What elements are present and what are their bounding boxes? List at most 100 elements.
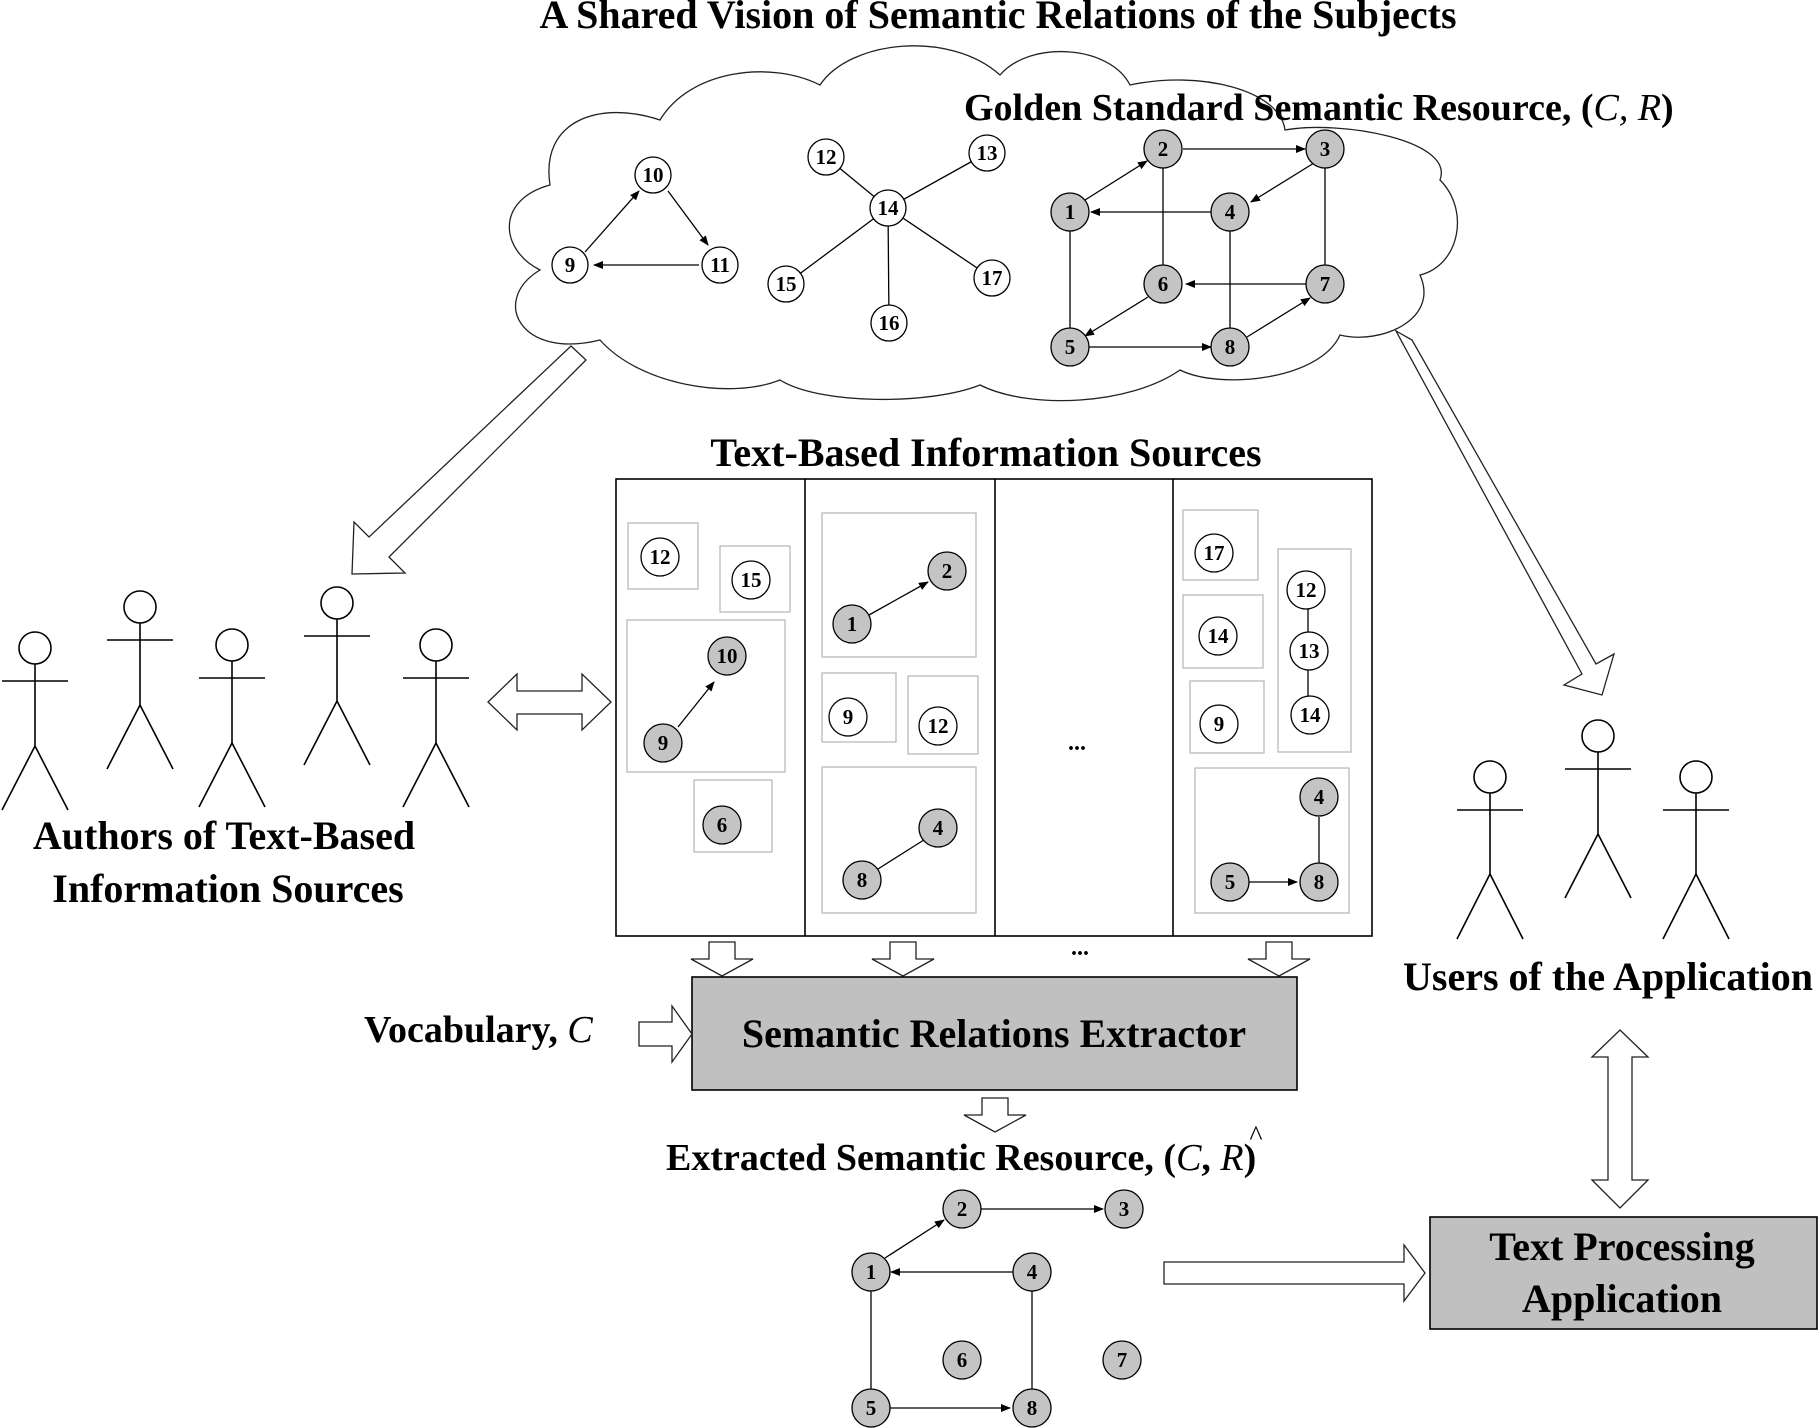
panel4-node-17: 17 (1194, 533, 1234, 573)
svg-text:7: 7 (1117, 1348, 1128, 1372)
panel1-node-15: 15 (731, 560, 771, 600)
svg-text:1: 1 (866, 1260, 877, 1284)
panel1-node-10: 10 (707, 636, 747, 676)
extractor-label: Semantic Relations Extractor (742, 1011, 1246, 1056)
svg-text:4: 4 (1314, 785, 1325, 809)
svg-text:12: 12 (816, 145, 837, 169)
svg-text:3: 3 (1119, 1197, 1130, 1221)
arrow-extracted-application (1163, 1243, 1426, 1303)
svg-text:10: 10 (643, 163, 664, 187)
svg-text:5: 5 (1065, 335, 1076, 359)
svg-text:1: 1 (847, 612, 858, 636)
user-figure-1 (1456, 760, 1524, 940)
golden-node-2: 2 (1143, 129, 1183, 169)
panel2-node-9: 9 (828, 697, 868, 737)
arrow-panel2-extractor (871, 941, 935, 977)
svg-text:9: 9 (843, 705, 854, 729)
svg-text:3: 3 (1320, 137, 1331, 161)
extracted-node-3: 3 (1104, 1189, 1144, 1229)
svg-text:9: 9 (658, 731, 669, 755)
author-figure-2 (106, 590, 174, 770)
extracted-node-2: 2 (942, 1189, 982, 1229)
svg-text:8: 8 (1027, 1396, 1038, 1420)
svg-text:16: 16 (879, 311, 900, 335)
cloud-node-10: 10 (634, 156, 672, 194)
golden-node-8: 8 (1210, 327, 1250, 367)
author-figure-3 (198, 628, 266, 808)
svg-text:8: 8 (1314, 870, 1325, 894)
svg-text:12: 12 (1296, 578, 1317, 602)
author-figure-4 (303, 586, 371, 766)
sources-ellipsis: ... (1068, 730, 1086, 756)
authors-label-line1: Authors of Text-Based (33, 813, 415, 858)
svg-text:9: 9 (1214, 712, 1225, 736)
svg-text:4: 4 (1027, 1260, 1038, 1284)
text-sources-title: Text-Based Information Sources (710, 430, 1261, 475)
svg-text:2: 2 (942, 559, 953, 583)
cloud-node-12: 12 (807, 138, 845, 176)
extracted-node-1: 1 (851, 1252, 891, 1292)
svg-text:2: 2 (1158, 137, 1169, 161)
golden-node-5: 5 (1050, 327, 1090, 367)
sources-panel-frame (615, 478, 1373, 937)
svg-text:14: 14 (1208, 624, 1230, 648)
extracted-node-6: 6 (942, 1340, 982, 1380)
golden-resource-title: Golden Standard Semantic Resource, (C, R… (964, 87, 1674, 129)
application-label-line1: Text Processing (1489, 1224, 1755, 1269)
extracted-node-4: 4 (1012, 1252, 1052, 1292)
panel4-node-13: 13 (1289, 631, 1329, 671)
svg-text:7: 7 (1320, 272, 1331, 296)
panel4-node-4: 4 (1299, 777, 1339, 817)
application-label-line2: Application (1522, 1276, 1722, 1321)
extracted-node-8: 8 (1012, 1388, 1052, 1428)
source-panel-1: 12 15 10 9 6 (626, 522, 791, 853)
extracted-node-5: 5 (851, 1388, 891, 1428)
svg-text:14: 14 (1300, 703, 1322, 727)
arrow-panel1-extractor (690, 941, 754, 977)
panel2-node-8: 8 (842, 860, 882, 900)
svg-text:2: 2 (957, 1197, 968, 1221)
panel4-node-14b: 14 (1290, 695, 1330, 735)
golden-graph-edges (1069, 145, 1326, 351)
arrow-cloud-to-authors (351, 345, 587, 575)
panel2-node-2: 2 (927, 551, 967, 591)
cloud-node-9: 9 (551, 246, 589, 284)
panel1-node-12: 12 (640, 537, 680, 577)
svg-text:4: 4 (933, 816, 944, 840)
panel1-node-9: 9 (643, 723, 683, 763)
author-figure-1 (1, 631, 69, 811)
application-box (1429, 1216, 1818, 1330)
svg-text:10: 10 (717, 644, 738, 668)
users-label: Users of the Application (1403, 954, 1813, 999)
extractor-box (691, 976, 1298, 1091)
panel2-node-4: 4 (918, 808, 958, 848)
cloud-node-17: 17 (973, 259, 1011, 297)
panel4-node-5: 5 (1210, 862, 1250, 902)
cloud-title: A Shared Vision of Semantic Relations of… (539, 0, 1456, 37)
svg-text:13: 13 (977, 141, 998, 165)
svg-text:15: 15 (741, 568, 762, 592)
arrow-vocabulary-extractor (638, 1003, 693, 1065)
extracted-graph-edges (870, 1205, 1104, 1412)
panel4-node-8: 8 (1299, 862, 1339, 902)
cloud-node-13: 13 (968, 134, 1006, 172)
user-figure-3 (1662, 760, 1730, 940)
svg-text:5: 5 (1225, 870, 1236, 894)
arrow-authors-sources (487, 672, 612, 732)
cloud-graph-triangle (584, 190, 709, 269)
arrow-extractor-extracted (963, 1097, 1027, 1133)
svg-text:13: 13 (1299, 639, 1320, 663)
golden-node-3: 3 (1305, 129, 1345, 169)
svg-text:15: 15 (776, 272, 797, 296)
svg-text:4: 4 (1225, 200, 1236, 224)
authors-label-line2: Information Sources (52, 866, 403, 911)
arrow-cloud-to-users (1394, 329, 1616, 696)
cloud-node-11: 11 (701, 246, 739, 284)
svg-text:6: 6 (717, 813, 728, 837)
svg-text:12: 12 (928, 714, 949, 738)
svg-text:8: 8 (857, 868, 868, 892)
golden-node-6: 6 (1143, 264, 1183, 304)
extracted-node-7: 7 (1102, 1340, 1142, 1380)
extracted-r-hat: ^ (1249, 1121, 1262, 1152)
